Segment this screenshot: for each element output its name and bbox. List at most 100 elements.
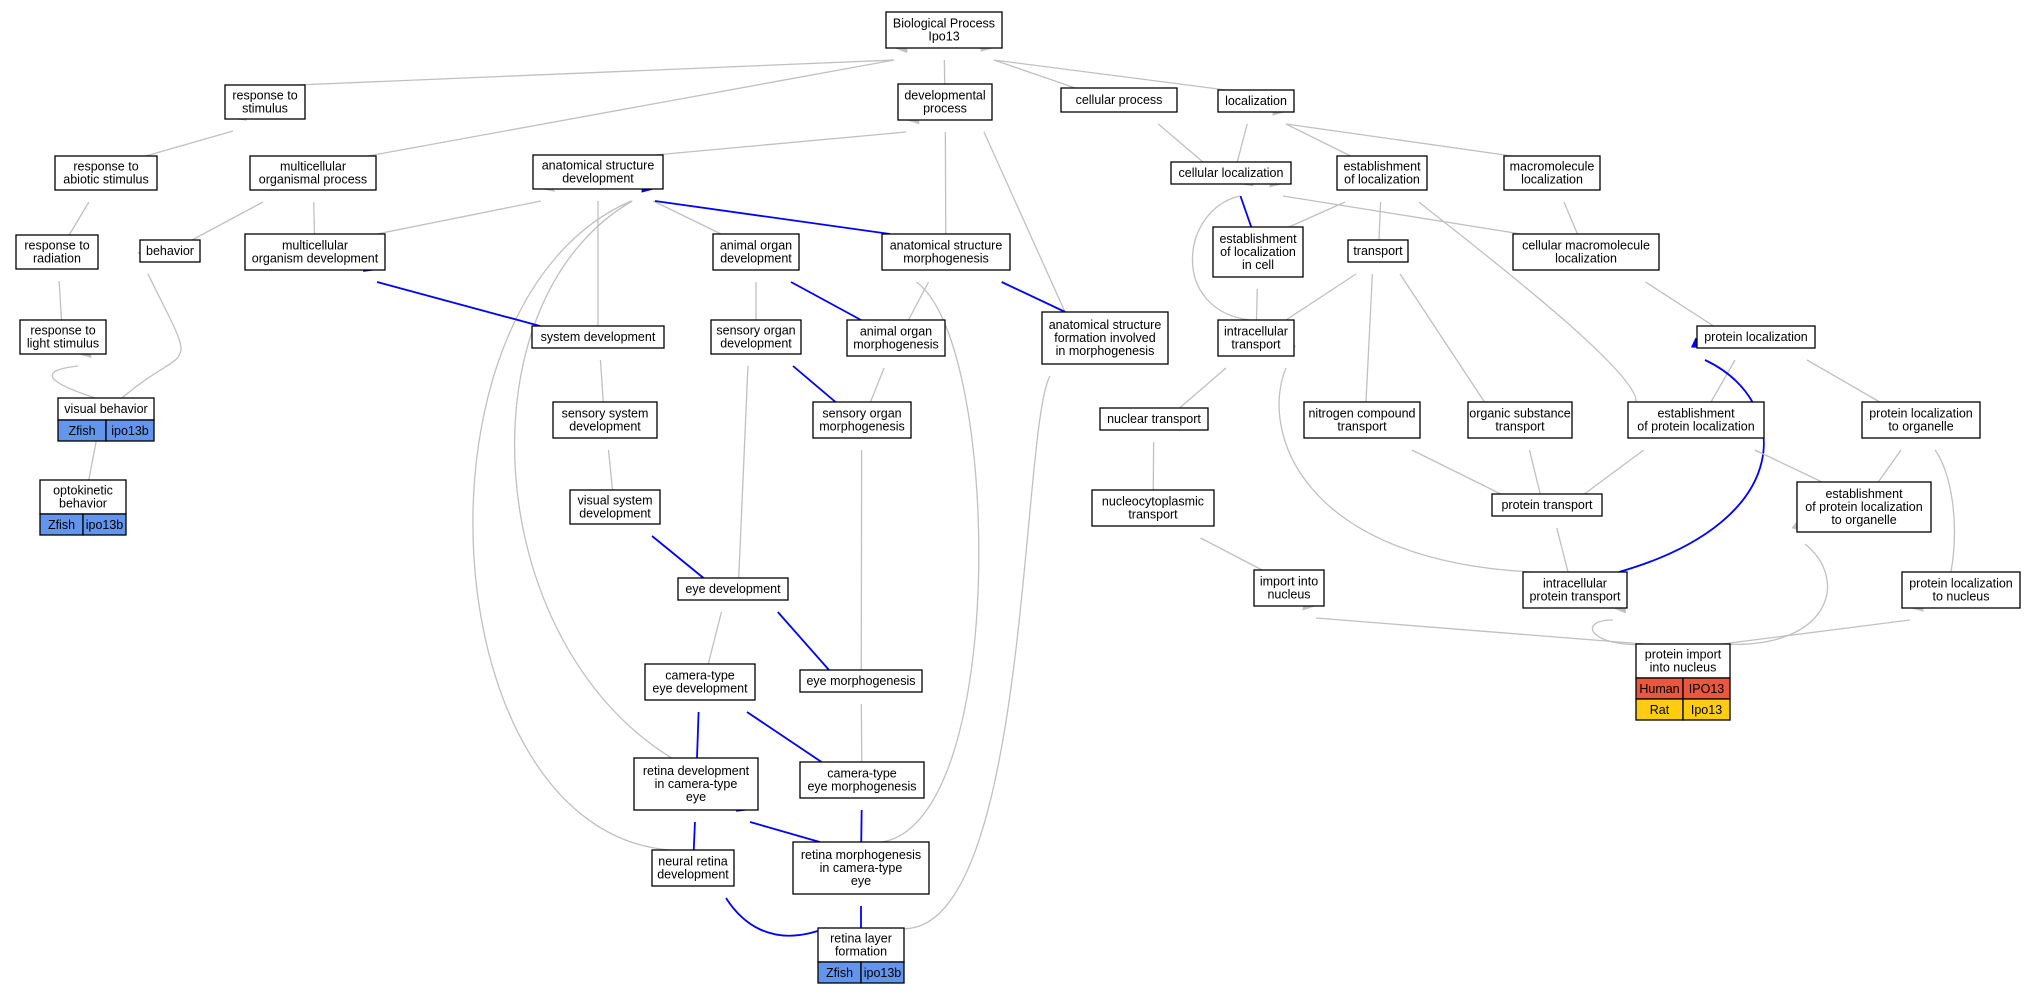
edge-sens_sys_dev-to-sys_dev bbox=[599, 359, 604, 403]
node-label-line: response to bbox=[73, 160, 138, 174]
go-term-node-prot_transport[interactable]: protein transport bbox=[1491, 493, 1603, 517]
edge-camera_eye_morph-to-camera_eye_dev bbox=[746, 711, 823, 763]
node-label-line: Ipo13 bbox=[928, 30, 959, 44]
edge-est_prot_loc_org-to-est_prot_loc bbox=[1754, 449, 1823, 483]
edge-eye_dev-to-sens_organ_dev bbox=[738, 365, 749, 579]
edge-animal_organ_morph-to-anat_morph bbox=[907, 281, 930, 321]
edge-multi_org_dev-to-anat_dev bbox=[376, 200, 542, 235]
node-label-line: transport bbox=[1353, 244, 1403, 258]
go-term-node-eye_morph[interactable]: eye morphogenesis bbox=[799, 669, 923, 693]
species-label: Zfish bbox=[48, 518, 75, 532]
edge-animal_organ_morph-to-animal_organ_dev bbox=[790, 281, 862, 321]
node-label-line: development bbox=[579, 507, 651, 521]
node-label-line: nucleocytoplasmic bbox=[1102, 495, 1204, 509]
node-label-line: development bbox=[720, 337, 792, 351]
node-label-line: multicellular bbox=[280, 160, 346, 174]
node-label-line: cellular macromolecule bbox=[1522, 239, 1650, 253]
node-box bbox=[1796, 481, 1932, 533]
node-box bbox=[1696, 325, 1816, 349]
node-box bbox=[1861, 401, 1981, 439]
go-term-node-nuclear_transport[interactable]: nuclear transport bbox=[1099, 407, 1209, 431]
gene-cell bbox=[82, 513, 127, 536]
node-label-line: eye development bbox=[652, 682, 748, 696]
go-term-node-cell_loc[interactable]: cellular localization bbox=[1170, 161, 1292, 185]
edge-resp_rad-to-resp_abiotic bbox=[68, 201, 90, 236]
species-label: Zfish bbox=[826, 966, 853, 980]
gene-label: Ipo13 bbox=[1691, 703, 1722, 717]
edge-macro_loc-to-localization bbox=[1285, 123, 1513, 157]
node-label-line: retina layer bbox=[830, 932, 892, 946]
node-label-line: localization bbox=[1555, 252, 1617, 266]
edge-prot_transport-to-organic_transport bbox=[1528, 449, 1541, 495]
node-label-line: cellular localization bbox=[1179, 166, 1284, 180]
edge-intra_transport-to-transport bbox=[1285, 273, 1357, 321]
go-term-node-visual_behavior[interactable]: visual behavior bbox=[57, 397, 155, 421]
edge-neural_retina_dev-to-retina_dev bbox=[692, 821, 696, 851]
go-term-node-prot_loc[interactable]: protein localization bbox=[1696, 325, 1816, 349]
go-term-node-behavior[interactable]: behavior bbox=[139, 239, 201, 263]
go-term-node-localization[interactable]: localization bbox=[1217, 89, 1295, 113]
go-term-node-transport[interactable]: transport bbox=[1347, 239, 1409, 263]
edge-est_loc_cell-to-est_loc bbox=[1288, 201, 1346, 228]
node-label-line: nuclear transport bbox=[1107, 412, 1201, 426]
edge-anat_form-to-anat_morph bbox=[1001, 281, 1066, 313]
edge-intra_prot_transport-to-prot_transport bbox=[1556, 527, 1569, 573]
edge-intra_transport-to-est_loc_cell bbox=[1255, 288, 1258, 321]
node-label-line: localization bbox=[1225, 94, 1287, 108]
node-box bbox=[1467, 401, 1573, 439]
node-label-line: formation bbox=[835, 945, 887, 959]
gene-cell bbox=[860, 961, 905, 984]
go-term-node-cell_proc[interactable]: cellular process bbox=[1060, 87, 1178, 113]
go-term-node-sys_dev[interactable]: system development bbox=[531, 325, 665, 349]
go-term-node-eye_dev[interactable]: eye development bbox=[677, 577, 789, 601]
node-label-line: camera-type bbox=[827, 767, 897, 781]
node-box bbox=[1503, 155, 1601, 191]
edge-est_prot_loc-to-prot_loc bbox=[1710, 359, 1736, 403]
node-box bbox=[712, 233, 800, 271]
